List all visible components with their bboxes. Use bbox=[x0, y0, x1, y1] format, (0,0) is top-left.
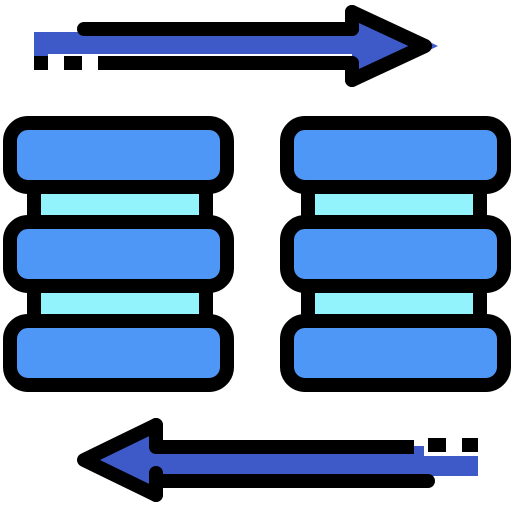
arrow-right-icon bbox=[34, 5, 438, 87]
database-server-left-icon bbox=[3, 116, 234, 392]
database-server-right-icon bbox=[280, 116, 511, 392]
arrow-left-icon bbox=[77, 418, 478, 502]
